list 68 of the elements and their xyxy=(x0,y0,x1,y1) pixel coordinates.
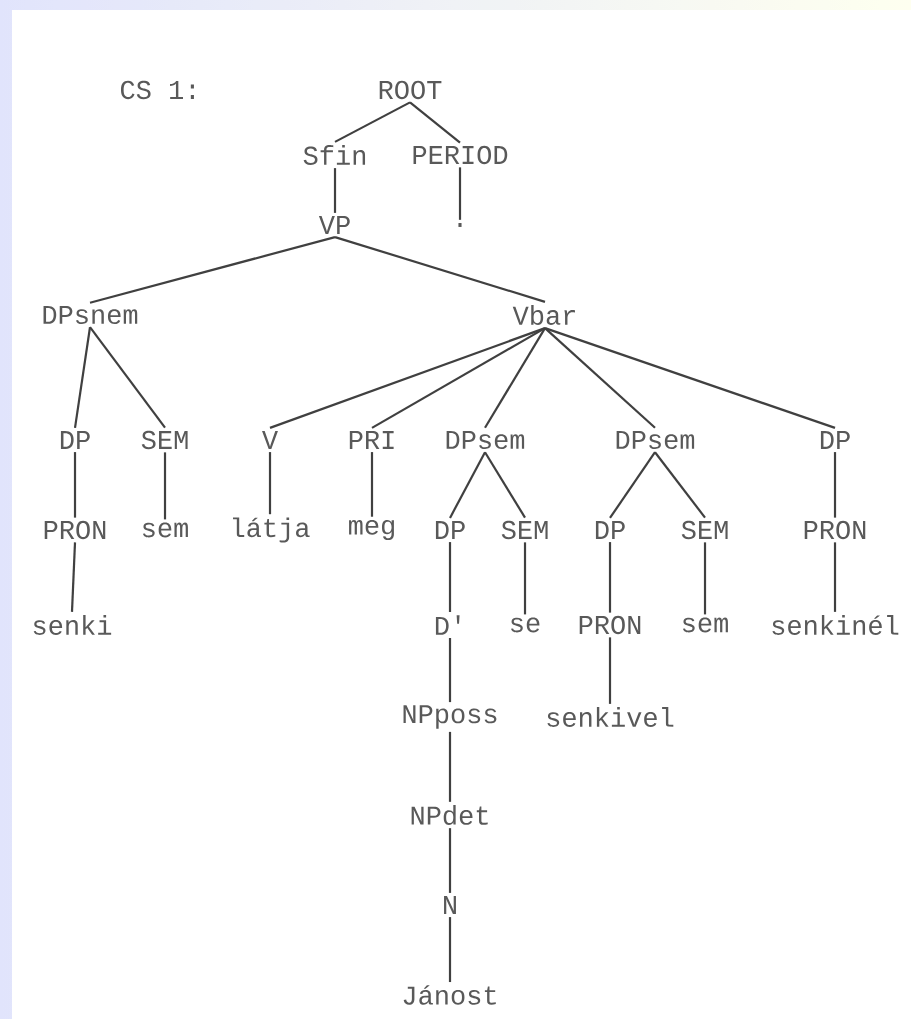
tree-label: senkivel xyxy=(547,707,674,727)
tree-branch xyxy=(163,452,167,520)
tree-branch xyxy=(448,542,452,612)
tree-label: PRON xyxy=(44,520,106,540)
tree-label: senkinél xyxy=(772,615,899,635)
tree-branch xyxy=(608,542,612,613)
tree-label: meg xyxy=(349,519,394,541)
tree-label: látja xyxy=(233,517,310,543)
tree-label: V xyxy=(262,431,278,449)
tree-label: se xyxy=(511,617,540,633)
tree-label: sem xyxy=(142,522,188,538)
tree-label: DP xyxy=(595,521,625,539)
tree-branch xyxy=(333,168,337,213)
tree-branch xyxy=(89,236,336,304)
tree-label: PRON xyxy=(804,520,866,540)
tree-branch xyxy=(70,542,77,612)
tree-branch xyxy=(370,452,374,517)
tree-label: DP xyxy=(435,521,465,539)
tree-branch xyxy=(523,542,527,615)
tree-label: VP xyxy=(318,216,350,234)
tree-label: DP xyxy=(820,431,850,449)
tree-branch xyxy=(73,327,92,429)
tree-branch xyxy=(703,542,707,615)
tree-branch xyxy=(73,452,77,518)
tree-branch xyxy=(448,637,452,703)
tree-branch xyxy=(448,917,452,983)
tree-label: Sfin xyxy=(303,145,366,165)
tree-label: . xyxy=(458,223,462,227)
tree-label: N xyxy=(444,896,456,914)
tree-label: SEM xyxy=(501,520,548,540)
tree-label: SEM xyxy=(141,430,188,450)
tree-branch xyxy=(371,327,546,429)
tree-label: senki xyxy=(33,615,112,635)
tree-branch xyxy=(544,327,836,429)
tree-branch xyxy=(609,451,656,519)
tree-label: DPsem xyxy=(616,430,695,449)
tree-branch xyxy=(334,101,411,143)
tree-branch xyxy=(268,452,272,515)
tree-branch xyxy=(608,637,612,704)
tree-branch xyxy=(484,451,526,519)
tree-label: Jánost xyxy=(403,985,496,1005)
tree-label: DP xyxy=(60,431,90,449)
tree-branch xyxy=(458,167,462,220)
tree-label: PRI xyxy=(349,431,394,449)
tree-label: sem xyxy=(682,617,728,633)
tree-label: Vbar xyxy=(512,305,575,325)
tree-branch xyxy=(448,828,452,893)
tree-branch xyxy=(544,327,656,429)
tree-label: NPposs xyxy=(403,705,497,729)
tree-branch xyxy=(654,451,706,519)
tree-label: PERIOD xyxy=(413,145,508,165)
tree-branch xyxy=(269,327,546,429)
tree-branch xyxy=(334,236,546,303)
tree-label: D' xyxy=(435,615,460,635)
tree-branch xyxy=(449,451,486,519)
tree-branch xyxy=(833,452,837,518)
tree-label: NPdet xyxy=(411,805,488,825)
figure-label: CS 1: xyxy=(121,80,194,100)
tree-label: PRON xyxy=(579,615,641,635)
tree-label: DPsem xyxy=(446,430,525,449)
tree-branch xyxy=(484,327,546,429)
tree-label: SEM xyxy=(681,520,728,540)
tree-label: ROOT xyxy=(379,80,442,100)
tree-branch xyxy=(409,101,461,144)
tree-branch xyxy=(833,542,837,612)
tree-branch xyxy=(89,326,166,429)
tree-label: DPsnem xyxy=(43,305,138,324)
tree-branch xyxy=(448,731,452,802)
